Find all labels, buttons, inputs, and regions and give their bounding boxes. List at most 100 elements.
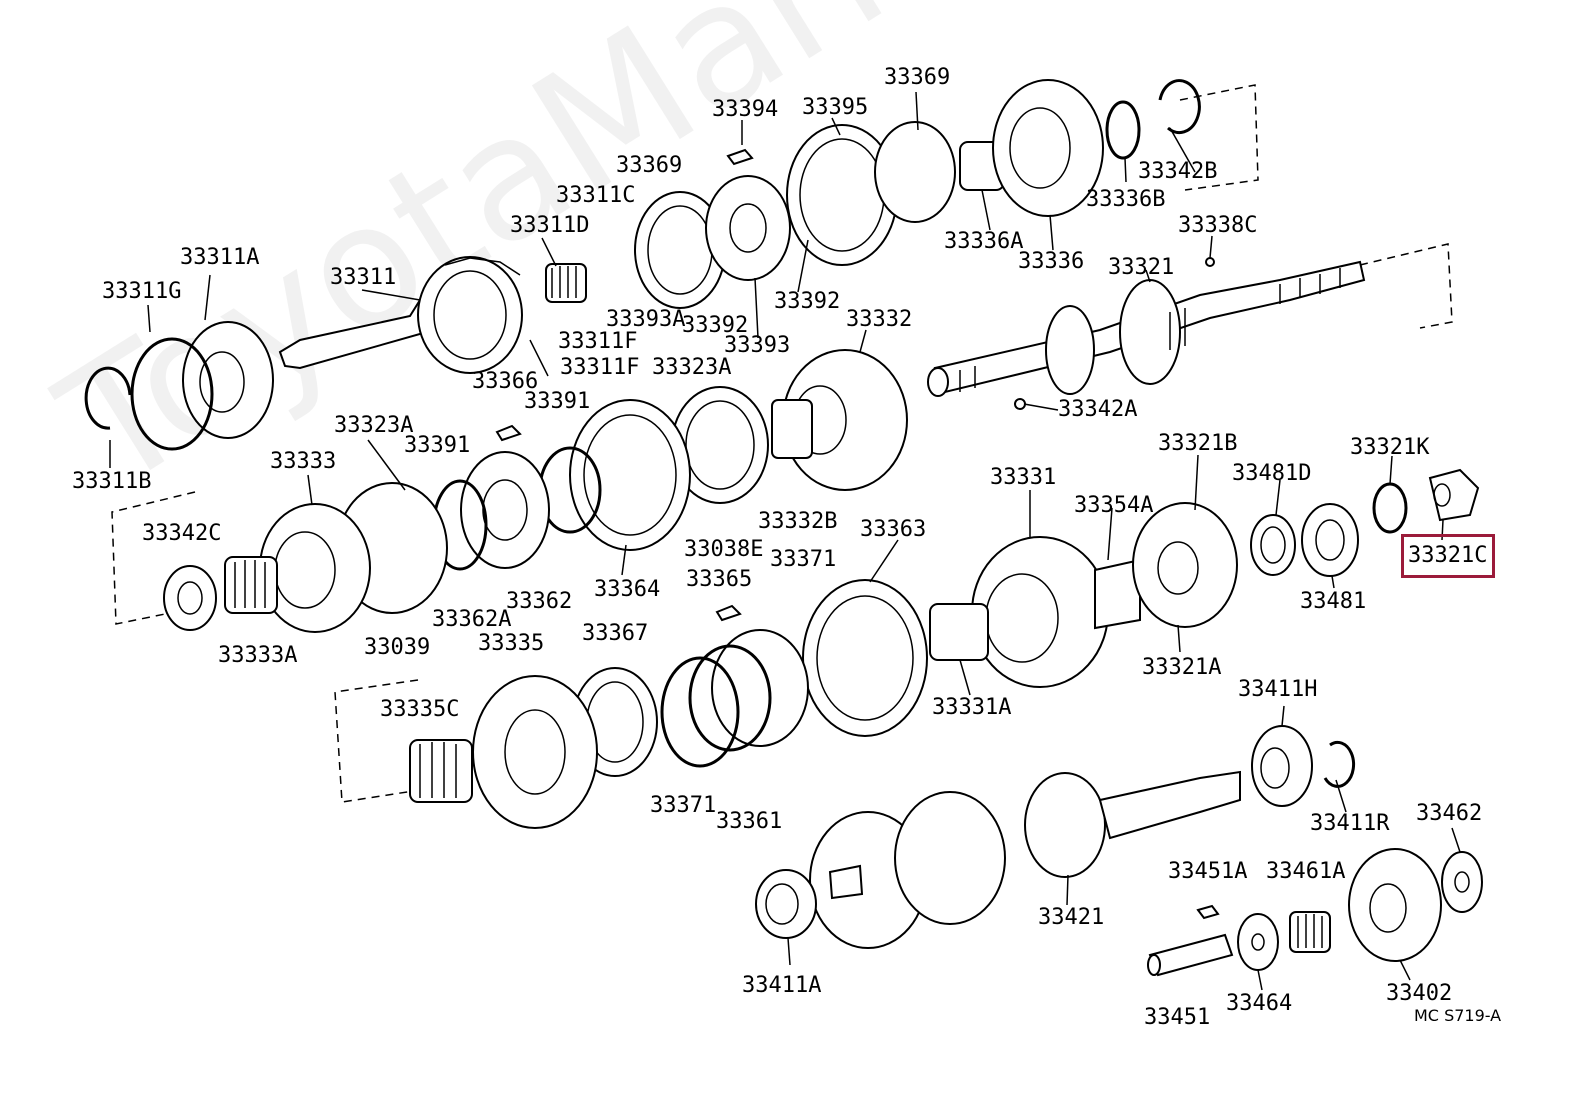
label-33342a: 33342A — [1058, 397, 1138, 422]
label-33361: 33361 — [716, 809, 783, 834]
label-33371-a: 33371 — [770, 547, 837, 572]
hub-sleeve-33395 — [786, 121, 956, 266]
figure-code: MC S719-A — [1414, 1006, 1502, 1025]
label-33402: 33402 — [1386, 981, 1453, 1006]
label-33335c: 33335C — [380, 697, 460, 722]
label-33321c[interactable]: 33321C — [1408, 543, 1488, 568]
label-33039: 33039 — [364, 635, 431, 660]
rings-33481 — [1250, 482, 1408, 577]
label-33411h: 33411H — [1238, 677, 1318, 702]
label-33311b: 33311B — [72, 469, 152, 494]
needle-bearing-33335c — [409, 739, 473, 803]
label-33464: 33464 — [1226, 991, 1293, 1016]
label-33369-a: 33369 — [616, 153, 683, 178]
snap-ring-33311b — [84, 366, 132, 430]
label-33451a: 33451A — [1168, 859, 1248, 884]
label-33336a: 33336A — [944, 229, 1024, 254]
label-33395: 33395 — [802, 95, 869, 120]
washer-33464 — [1237, 913, 1279, 971]
label-33311f-b: 33311F — [560, 355, 640, 380]
label-33331: 33331 — [990, 465, 1057, 490]
label-33311c: 33311C — [556, 183, 636, 208]
label-33311f-a: 33311F — [558, 329, 638, 354]
label-33038e: 33038E — [684, 537, 764, 562]
gear-33335 — [472, 675, 598, 829]
label-33323a-b: 33323A — [334, 413, 414, 438]
label-33362: 33362 — [506, 589, 573, 614]
label-33321k: 33321K — [1350, 435, 1430, 460]
bearing-race-33321c — [1428, 468, 1480, 522]
hub-33361 — [660, 604, 809, 768]
leader-lines — [109, 91, 1461, 991]
sync-ring-group-33369 — [634, 148, 791, 309]
label-33367: 33367 — [582, 621, 649, 646]
highlight-box — [1401, 534, 1495, 578]
input-shaft — [278, 256, 523, 374]
label-33311g: 33311G — [102, 279, 182, 304]
label-33332: 33332 — [846, 307, 913, 332]
hub-33362 — [432, 451, 550, 571]
label-33481: 33481 — [1300, 589, 1367, 614]
label-33481d: 33481D — [1232, 461, 1312, 486]
gear-33363 — [802, 579, 928, 737]
label-33311: 33311 — [330, 265, 397, 290]
output-shaft-33321 — [927, 257, 1366, 410]
label-33392-a: 33392 — [774, 289, 841, 314]
label-33311a: 33311A — [180, 245, 260, 270]
gear-33321a — [1094, 502, 1238, 630]
label-33461a: 33461A — [1266, 859, 1346, 884]
washer-33342c — [163, 565, 217, 631]
label-33393a: 33393A — [606, 307, 686, 332]
gear-33333 — [259, 482, 448, 633]
label-33323a-a: 33323A — [652, 355, 732, 380]
bearing-33411h — [1251, 725, 1356, 807]
label-33371-b: 33371 — [650, 793, 717, 818]
washer-33462 — [1441, 851, 1483, 913]
label-33391-a: 33391 — [524, 389, 591, 414]
label-33391-b: 33391 — [404, 433, 471, 458]
gear-33336 — [959, 79, 1104, 217]
gear-33332 — [771, 349, 908, 491]
label-33338c: 33338C — [1178, 213, 1258, 238]
label-33332b: 33332B — [758, 509, 838, 534]
label-33354a: 33354A — [1074, 493, 1154, 518]
needle-bearing-33311d — [545, 263, 587, 303]
needle-bearing-33333a — [224, 556, 278, 614]
label-33311d: 33311D — [510, 213, 590, 238]
label-33342c: 33342C — [142, 521, 222, 546]
label-33342b: 33342B — [1138, 159, 1218, 184]
label-33366: 33366 — [472, 369, 539, 394]
needle-bearing-33461a — [1289, 911, 1331, 953]
label-33411a: 33411A — [742, 973, 822, 998]
label-33321a: 33321A — [1142, 655, 1222, 680]
label-33364: 33364 — [594, 577, 661, 602]
label-33362a: 33362A — [432, 607, 512, 632]
rings-33342b — [1105, 79, 1201, 160]
label-33411r: 33411R — [1310, 811, 1390, 836]
label-33363: 33363 — [860, 517, 927, 542]
label-33336b: 33336B — [1086, 187, 1166, 212]
label-33331a: 33331A — [932, 695, 1012, 720]
label-33335: 33335 — [478, 631, 545, 656]
sleeve-33364 — [569, 399, 691, 551]
label-33333a: 33333A — [218, 643, 298, 668]
label-33369-b: 33369 — [884, 65, 951, 90]
gear-33331 — [929, 536, 1109, 688]
label-33392-b: 33392 — [682, 313, 749, 338]
label-33393: 33393 — [724, 333, 791, 358]
label-33336: 33336 — [1018, 249, 1085, 274]
label-33462: 33462 — [1416, 801, 1483, 826]
label-33421: 33421 — [1038, 905, 1105, 930]
label-33451: 33451 — [1144, 1005, 1211, 1030]
bearing-33311a — [182, 321, 274, 439]
bearing-33411a — [755, 869, 817, 939]
shaft-33451 — [1147, 904, 1234, 977]
counter-gear-33421 — [809, 770, 1241, 949]
reverse-gear-33402 — [1348, 848, 1442, 962]
label-33333: 33333 — [270, 449, 337, 474]
label-33321b: 33321B — [1158, 431, 1238, 456]
label-33394: 33394 — [712, 97, 779, 122]
snap-ring-33311g — [130, 337, 214, 451]
label-33321: 33321 — [1108, 255, 1175, 280]
